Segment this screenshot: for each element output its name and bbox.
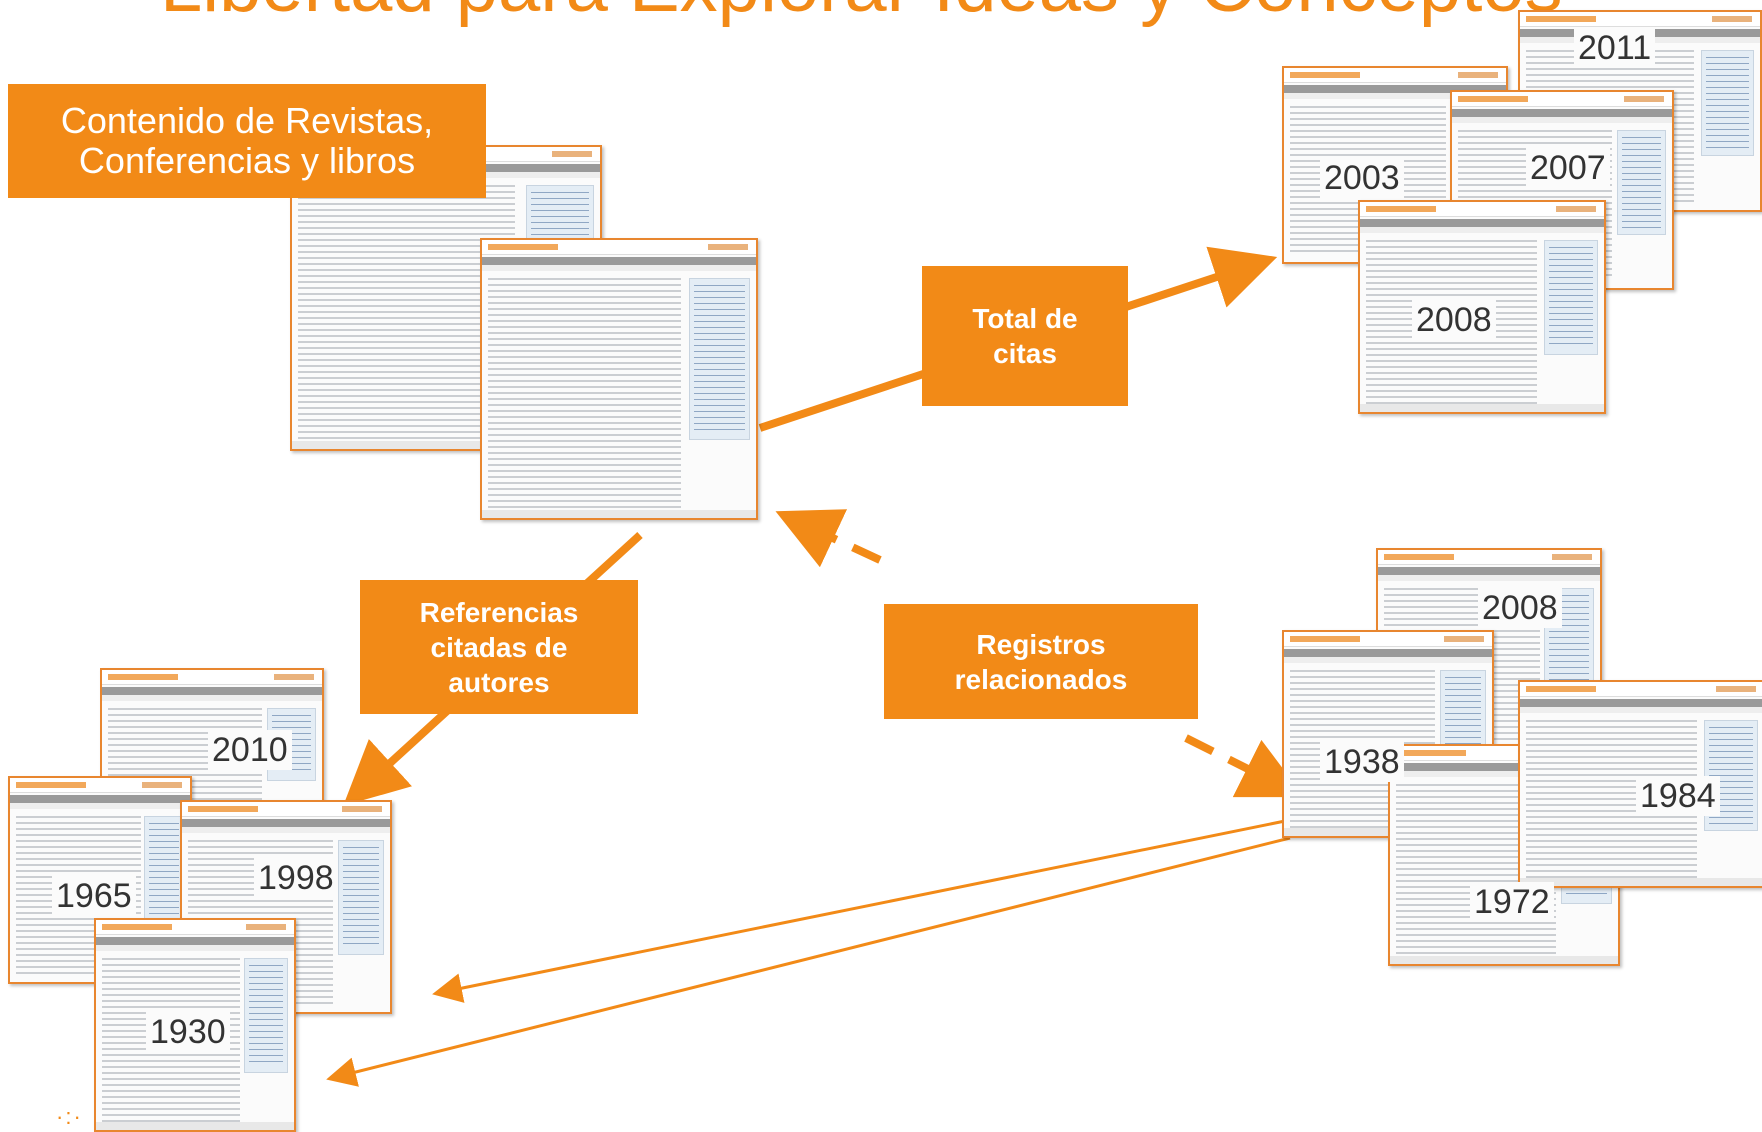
year-label: 1984 xyxy=(1636,776,1720,816)
arrow-thin-2 xyxy=(326,836,1291,1087)
label-total-citas: Total de citas xyxy=(922,266,1128,406)
label-contenido-text: Contenido de Revistas, Conferencias y li… xyxy=(60,100,434,181)
year-label: 2007 xyxy=(1526,148,1610,188)
screenshot-1930 xyxy=(94,918,296,1132)
label-registros-text: Registros relacionados xyxy=(954,628,1128,695)
year-label: 2011 xyxy=(1574,28,1656,68)
year-label: 2008 xyxy=(1412,300,1496,340)
year-label: 1965 xyxy=(52,876,136,916)
decorative-dots: ·:· xyxy=(56,1104,83,1129)
label-contenido: Contenido de Revistas, Conferencias y li… xyxy=(8,84,486,198)
label-registros: Registros relacionados xyxy=(884,604,1198,719)
year-label: 2010 xyxy=(208,730,292,770)
label-referencias: Referencias citadas de autores xyxy=(360,580,638,714)
year-label: 1938 xyxy=(1320,742,1404,782)
arrow-thin-1 xyxy=(432,818,1291,1003)
year-label: 2003 xyxy=(1320,158,1404,198)
label-total-citas-text: Total de citas xyxy=(972,303,1078,369)
year-label: 1998 xyxy=(254,858,338,898)
arrow-registros-forward xyxy=(1184,734,1305,798)
year-label: 2008 xyxy=(1478,588,1562,628)
year-label: 1972 xyxy=(1470,882,1554,922)
screenshot-2008-top xyxy=(1358,200,1606,414)
screenshot-source-article-2 xyxy=(480,238,758,520)
label-referencias-text: Referencias citadas de autores xyxy=(419,596,579,698)
arrow-registros-back xyxy=(775,509,882,568)
slide-title: Libertad para Explorar Ideas y Conceptos xyxy=(160,0,1660,29)
year-label: 1930 xyxy=(146,1012,230,1052)
